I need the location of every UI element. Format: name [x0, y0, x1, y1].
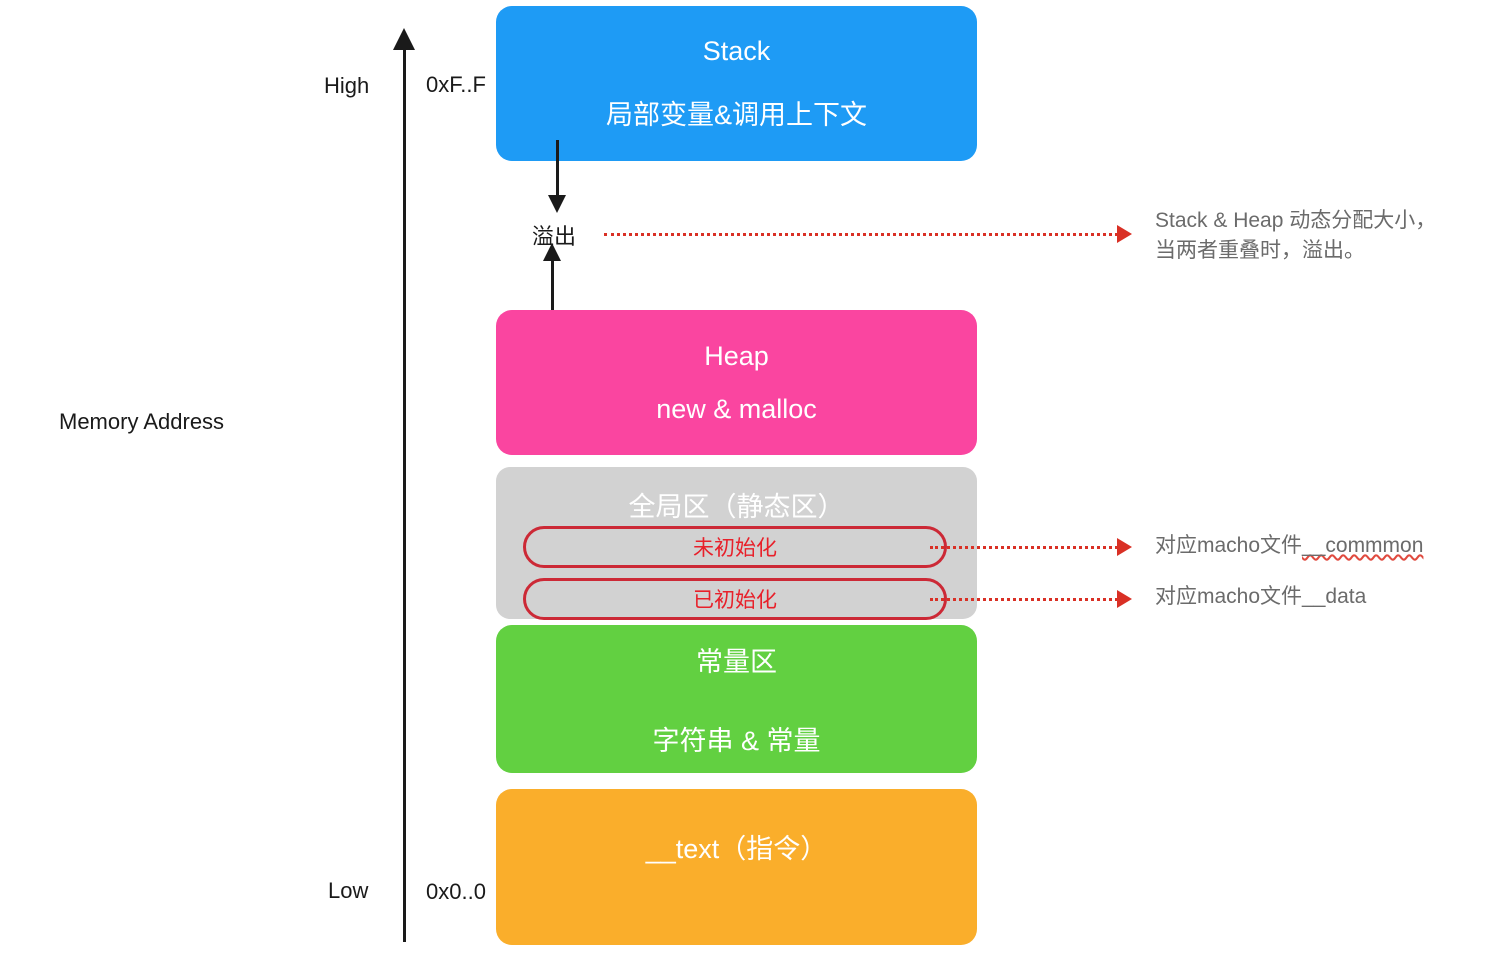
initialized-connector-arrow-icon [1117, 590, 1132, 608]
overflow-note: Stack & Heap 动态分配大小，当两者重叠时，溢出。 [1155, 209, 1437, 263]
global-pill-uninitialized: 未初始化 [523, 526, 947, 568]
memory-address-axis [403, 46, 406, 942]
axis-address-low: 0x0..0 [426, 879, 486, 904]
overflow-connector-arrow-icon [1117, 225, 1132, 243]
memory-block-heap-title: Heap [704, 340, 769, 371]
uninitialized-connector-arrow-icon [1117, 538, 1132, 556]
memory-block-constants: 常量区 字符串 & 常量 [496, 625, 977, 773]
memory-block-text-title: __text（指令） [645, 834, 828, 864]
overflow-connector-line [604, 233, 1118, 236]
axis-title: Memory Address [59, 409, 225, 434]
stack-growth-arrow-down-icon [548, 195, 566, 213]
heap-growth-arrow-up-icon [543, 243, 561, 261]
memory-block-heap: Heap new & malloc [496, 310, 977, 455]
annotation-data-prefix: 对应macho文件 [1155, 585, 1303, 608]
memory-block-stack-subtitle: 局部变量&调用上下文 [605, 99, 867, 130]
memory-block-constants-subtitle: 字符串 & 常量 [652, 726, 821, 756]
axis-label-low: Low [328, 878, 369, 903]
memory-block-global-title: 全局区（静态区） [628, 492, 845, 522]
global-pill-initialized: 已初始化 [523, 578, 947, 620]
annotation-common-prefix: 对应macho文件 [1155, 534, 1303, 557]
memory-block-global: 全局区（静态区） [496, 467, 977, 619]
memory-block-stack: Stack 局部变量&调用上下文 [496, 6, 977, 161]
annotation-common-symbol: __commmon [1302, 534, 1424, 557]
axis-label-high: High [324, 73, 370, 98]
heap-growth-arrow-line [551, 258, 554, 318]
memory-block-stack-title: Stack [702, 35, 771, 66]
uninitialized-connector-line [930, 546, 1118, 549]
memory-block-constants-title: 常量区 [696, 647, 777, 677]
stack-growth-arrow-line [556, 140, 559, 198]
memory-block-heap-subtitle: new & malloc [656, 393, 817, 424]
annotation-data-symbol: __data [1302, 585, 1367, 608]
memory-block-text: __text（指令） [496, 789, 977, 945]
axis-address-high: 0xF..F [426, 72, 486, 97]
initialized-connector-line [930, 598, 1118, 601]
global-pill-uninitialized-label: 未初始化 [693, 537, 777, 560]
global-pill-initialized-label: 已初始化 [693, 589, 777, 612]
annotation-common: 对应macho文件__commmon [1155, 531, 1423, 561]
axis-arrow-head-icon [393, 28, 415, 50]
annotation-data: 对应macho文件__data [1155, 582, 1366, 612]
